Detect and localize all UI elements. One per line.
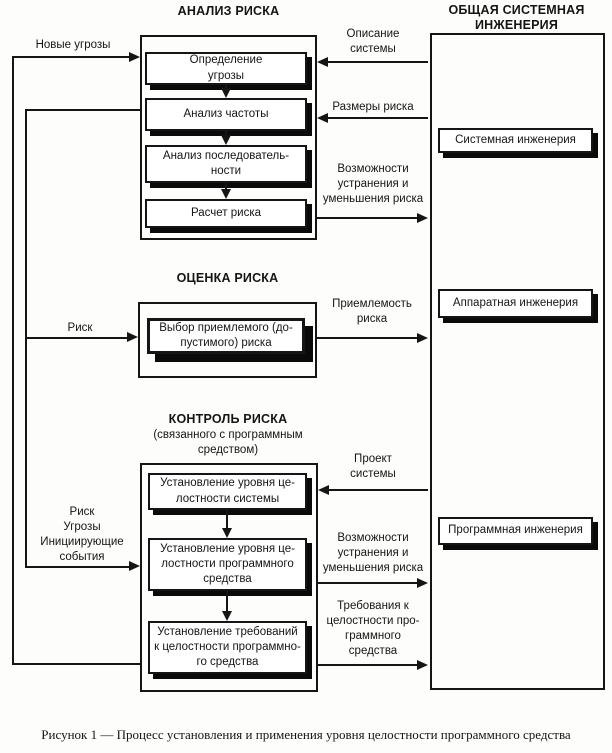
arrow-right-icon xyxy=(417,578,428,588)
connector-line xyxy=(318,582,418,584)
control-group-box xyxy=(140,463,318,692)
control-section-title: КОНТРОЛЬ РИСКА xyxy=(168,412,288,426)
assessment-group-box xyxy=(138,302,317,378)
connector-line xyxy=(318,664,418,666)
acceptability-label: Приемлемость риска xyxy=(332,298,412,325)
risk-feed-line xyxy=(25,566,130,568)
requirements-label: Требования к целостности про- граммного … xyxy=(326,600,420,657)
feedback-line-new-threats xyxy=(12,56,14,665)
risk-size-label: Размеры риска xyxy=(332,101,414,113)
process-step-integrity-requirements: Установление требований к целостности пр… xyxy=(148,621,307,674)
engineering-box-system: Системная инженерия xyxy=(438,128,593,153)
arrow-down-icon xyxy=(222,528,232,538)
feedback-line-new-threats xyxy=(12,663,140,665)
arrow-down-icon xyxy=(221,88,231,98)
risk-threats-events-label: Риск Угрозы Инициирующие события xyxy=(40,506,124,563)
process-step-software-integrity-level: Установление уровня це- лостности програ… xyxy=(148,538,307,591)
connector-line xyxy=(315,337,418,339)
connector-line xyxy=(225,131,227,137)
connector-line xyxy=(328,61,428,63)
connector-line xyxy=(317,217,418,219)
feedback-line-new-threats xyxy=(12,56,130,58)
analysis-section-title: АНАЛИЗ РИСКА xyxy=(177,4,280,18)
project-label: Проект системы xyxy=(350,453,396,480)
connector-line xyxy=(226,591,228,612)
new-threats-label: Новые угрозы xyxy=(35,39,111,51)
process-step-system-integrity-level: Установление уровня це- лостности систем… xyxy=(148,473,307,510)
engineering-box-software: Программная инженерия xyxy=(438,517,593,545)
engineering-group-box xyxy=(430,33,605,690)
process-step-threat-definition: Определение угрозы xyxy=(145,52,307,85)
arrow-right-icon xyxy=(129,561,140,571)
arrow-left-icon xyxy=(317,57,328,67)
figure-caption: Рисунок 1 — Процесс установления и приме… xyxy=(41,727,571,742)
connector-line xyxy=(226,510,228,529)
elimination-bottom-label: Возможности устранения и уменьшения риск… xyxy=(322,532,424,574)
arrow-down-icon xyxy=(221,135,231,145)
engineering-section-title: ОБЩАЯ СИСТЕМНАЯ ИНЖЕНЕРИЯ xyxy=(448,3,585,32)
engineering-box-hardware: Аппаратная инженерия xyxy=(438,289,593,318)
process-step-risk-calculation: Расчет риска xyxy=(145,199,307,228)
risk-label: Риск xyxy=(67,322,93,334)
arrow-right-icon xyxy=(417,213,428,223)
arrow-down-icon xyxy=(222,611,232,621)
process-step-frequency-analysis: Анализ частоты xyxy=(145,98,307,131)
risk-feed-line xyxy=(25,109,140,111)
process-step-consequence-analysis: Анализ последователь- ности xyxy=(145,145,307,183)
arrow-down-icon xyxy=(221,189,231,199)
connector-line xyxy=(328,489,428,491)
arrow-right-icon xyxy=(417,660,428,670)
system-description-label: Описание системы xyxy=(346,28,400,55)
arrow-right-icon xyxy=(127,332,138,342)
risk-feed-line xyxy=(25,337,128,339)
arrow-left-icon xyxy=(318,485,329,495)
control-section-subtitle: (связанного с программным средством) xyxy=(153,429,303,456)
arrow-right-icon xyxy=(417,333,428,343)
connector-line xyxy=(328,117,428,119)
connector-line xyxy=(225,84,227,90)
process-step-acceptable-risk-choice: Выбор приемлемого (до- пустимого) риска xyxy=(147,318,305,354)
arrow-left-icon xyxy=(317,113,328,123)
assessment-section-title: ОЦЕНКА РИСКА xyxy=(176,271,279,285)
analysis-group-box xyxy=(140,35,317,240)
elimination-top-label: Возможности устранения и уменьшения риск… xyxy=(322,163,424,205)
connector-line xyxy=(225,183,227,191)
arrow-right-icon xyxy=(129,52,140,62)
